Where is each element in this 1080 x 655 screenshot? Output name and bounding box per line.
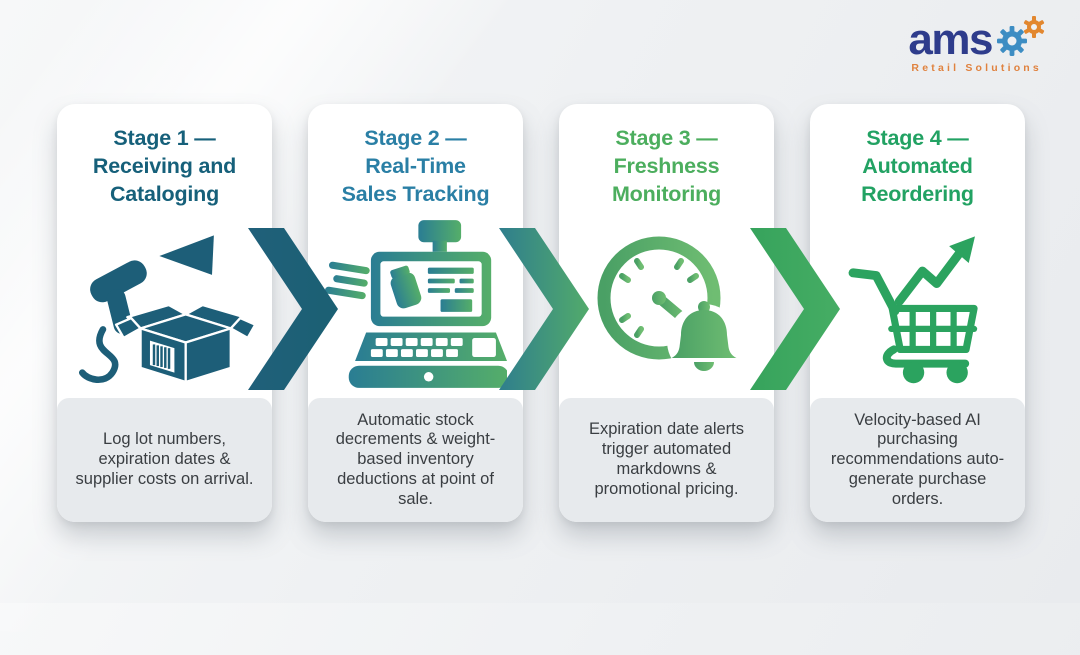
stage-2-title: Stage 2 — Real-Time Sales Tracking <box>341 126 490 206</box>
stage-2-description: Automatic stock decrements & weight-base… <box>308 398 523 522</box>
stage-1-title: Stage 1 — Receiving and Cataloging <box>92 126 237 206</box>
barcode-scanner-box-icon <box>78 235 256 384</box>
stage-card-2: Stage 2 — Real-Time Sales Tracking <box>308 104 523 522</box>
gears-icon <box>997 16 1045 56</box>
clock-alert-icon <box>597 236 741 378</box>
stage-3-title: Stage 3 — Freshness Monitoring <box>611 126 722 206</box>
stage-3-icon-area <box>559 212 774 396</box>
cart-growth-icon <box>848 236 978 384</box>
stage-2-icon-area <box>308 212 523 396</box>
brand-name: ams <box>908 15 993 65</box>
stage-card-4: Stage 4 — Automated Reordering Velocity-… <box>810 104 1025 522</box>
stage-4-icon-area <box>810 212 1025 396</box>
brand-logo: ams <box>908 15 1046 74</box>
stage-card-1: Stage 1 — Receiving and Cataloging <box>57 104 272 522</box>
brand-tagline: Retail Solutions <box>911 62 1042 74</box>
chevron-right-icon <box>248 228 338 390</box>
stage-card-3: Stage 3 — Freshness Monitoring Expiratio… <box>559 104 774 522</box>
chevron-right-icon <box>499 228 589 390</box>
stage-1-icon-area <box>57 212 272 396</box>
stage-1-description: Log lot numbers, expiration dates & supp… <box>57 398 272 522</box>
stage-4-title: Stage 4 — Automated Reordering <box>861 126 974 206</box>
stage-4-description: Velocity-based AI purchasing recommendat… <box>810 398 1025 522</box>
stage-3-description: Expiration date alerts trigger automated… <box>559 398 774 522</box>
pos-register-icon <box>324 220 507 388</box>
chevron-right-icon <box>750 228 840 390</box>
